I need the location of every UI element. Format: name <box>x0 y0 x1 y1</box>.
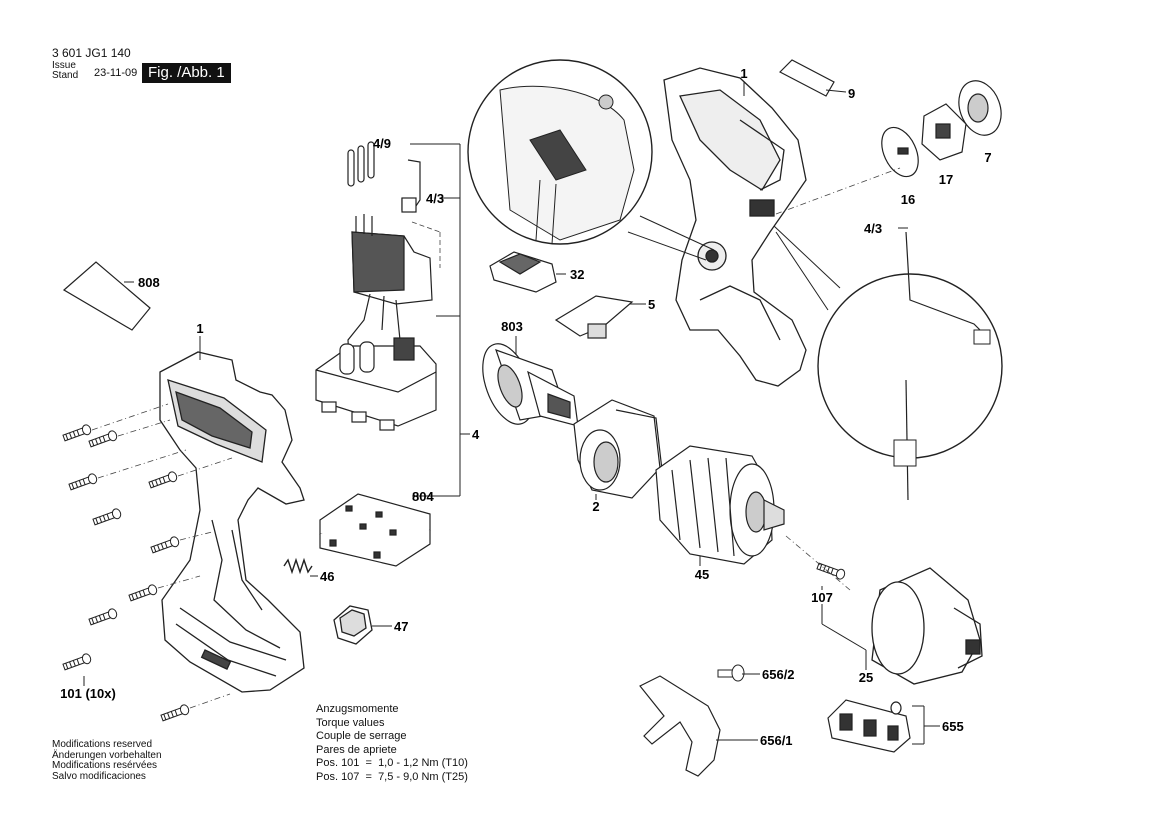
selector-17 <box>921 103 967 161</box>
label-46: 46 <box>320 569 334 584</box>
issue-label-de: Stand <box>52 70 79 81</box>
label-4: 4 <box>472 427 480 442</box>
gearbox-45 <box>655 445 785 565</box>
label-7: 7 <box>984 150 991 165</box>
housing-right-half <box>663 67 807 387</box>
label-656-2: 656/2 <box>762 667 795 682</box>
board-804 <box>319 493 431 567</box>
switch-32 <box>489 251 557 293</box>
torque-line: Anzugsmomente <box>316 703 399 715</box>
label-4-3-top: 4/3 <box>426 191 444 206</box>
label-808: 808 <box>138 275 160 290</box>
torque-line: Pares de apriete <box>316 743 397 756</box>
document-number: 3 601 JG1 140 <box>52 46 131 60</box>
label-2: 2 <box>592 499 599 514</box>
label-25: 25 <box>859 670 873 685</box>
label-4-9: 4/9 <box>373 136 391 151</box>
electronics-module <box>315 141 437 431</box>
label-804: 804 <box>412 489 434 504</box>
label-4-3-right: 4/3 <box>864 221 882 236</box>
label-17: 17 <box>939 172 953 187</box>
gear-housing-2 <box>573 399 663 499</box>
label-655: 655 <box>942 719 964 734</box>
label-32: 32 <box>570 267 584 282</box>
torque-line: Couple de serrage <box>316 730 407 742</box>
figure-label: Fig. /Abb. 1 <box>142 63 231 83</box>
screws-101 <box>61 423 191 724</box>
motor-803 <box>482 343 579 427</box>
label-803: 803 <box>501 319 523 334</box>
cap-47 <box>333 605 373 645</box>
note-line: Modifications resérvées <box>52 760 158 771</box>
label-sheet-808 <box>62 261 151 331</box>
label-101: 101 (10x) <box>60 686 116 701</box>
note-line: Salvo modificaciones <box>52 770 146 782</box>
chuck-25 <box>871 567 983 685</box>
spring-46 <box>283 557 313 575</box>
torque-line: Torque values <box>316 716 385 729</box>
screw-656-2 <box>717 664 745 682</box>
housing-left-half <box>159 351 305 693</box>
label-1-left: 1 <box>196 321 203 336</box>
bit-holder-655 <box>827 699 911 753</box>
note-line: Änderungen vorbehalten <box>52 749 162 761</box>
disc-16 <box>881 126 919 178</box>
issue-date: 23-11-09 <box>94 67 138 79</box>
label-5: 5 <box>648 297 655 312</box>
issue-label-en: Issue <box>52 60 76 71</box>
label-9 <box>778 59 835 97</box>
torque-pos-101: Pos. 101 = 1,0 - 1,2 Nm (T10) <box>316 757 468 769</box>
modification-notes: Modifications reserved Änderungen vorbeh… <box>52 739 162 782</box>
label-47: 47 <box>394 619 408 634</box>
screw-107 <box>815 560 847 581</box>
slider-5 <box>554 295 634 339</box>
label-656-1: 656/1 <box>760 733 793 748</box>
belt-clip-656-1 <box>639 675 721 777</box>
leader-lines <box>83 82 940 745</box>
detail-circle-top <box>467 59 715 261</box>
detail-circle-right <box>773 225 1003 501</box>
cover-7 <box>958 80 1002 136</box>
label-16: 16 <box>901 192 915 207</box>
torque-pos-107: Pos. 107 = 7,5 - 9,0 Nm (T25) <box>316 770 468 783</box>
label-1-housing: 1 <box>740 66 747 81</box>
torque-values: Anzugsmomente Torque values Couple de se… <box>316 703 468 784</box>
label-107: 107 <box>811 590 833 605</box>
note-line: Modifications reserved <box>52 739 153 750</box>
label-45: 45 <box>695 567 709 582</box>
issue-labels: Issue Stand <box>52 61 78 81</box>
label-9: 9 <box>848 86 855 101</box>
